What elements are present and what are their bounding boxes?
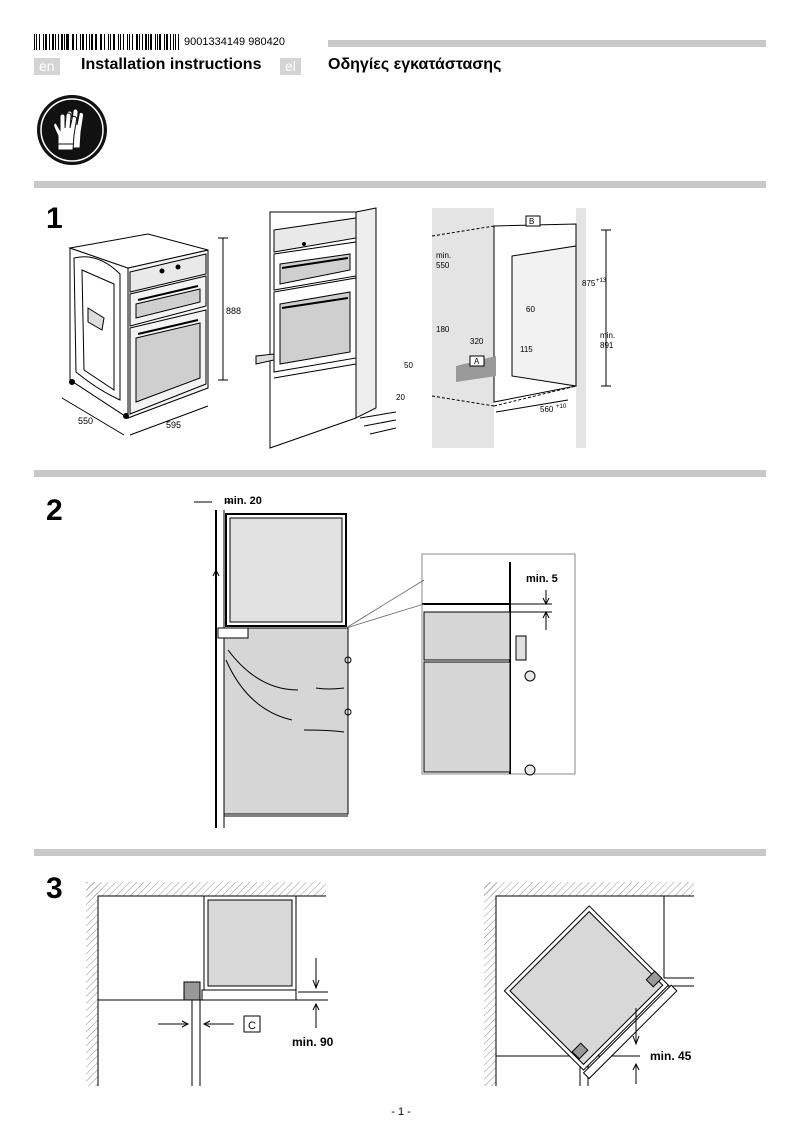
header-rule <box>328 40 766 47</box>
label-width: 595 <box>166 420 181 430</box>
label-min-5: min. 5 <box>526 573 558 585</box>
label-115: 115 <box>520 345 533 354</box>
detail-callout-lines <box>345 579 425 629</box>
label-niche-height: 875 <box>582 279 596 288</box>
label-niche-height-tol: +13 <box>596 278 607 284</box>
step-number-2: 2 <box>46 494 63 527</box>
title-el: Οδηγίες εγκατάστασης <box>328 56 502 73</box>
label-depth: 550 <box>78 416 93 426</box>
label-50: 50 <box>404 361 413 370</box>
title-en: Installation instructions <box>81 56 262 73</box>
label-min: min. <box>436 251 451 260</box>
gloves-icon <box>37 95 107 165</box>
page-number: - 1 - <box>391 1106 411 1118</box>
label-min-depth: 550 <box>436 261 450 270</box>
label-min-2: min. <box>600 331 615 340</box>
label-niche-width: 560 <box>540 405 554 414</box>
oven-dimensions-figure: 888 550 595 <box>61 233 241 436</box>
marker-a: A <box>474 357 480 366</box>
section-rule-1 <box>34 181 766 188</box>
section-rule-3 <box>34 849 766 856</box>
label-niche-width-tol: +10 <box>556 404 567 410</box>
label-min-90: min. 90 <box>292 1035 334 1049</box>
marker-b: B <box>529 217 534 226</box>
section-rule-2 <box>34 470 766 477</box>
label-60: 60 <box>526 305 535 314</box>
ventilation-detail-figure: min. 5 <box>421 553 576 776</box>
label-min-45: min. 45 <box>650 1049 692 1063</box>
step-number-1: 1 <box>46 202 63 235</box>
label-height: 888 <box>226 306 241 316</box>
step-number-3: 3 <box>46 872 63 905</box>
language-tag-el: el <box>280 58 301 75</box>
label-320: 320 <box>470 337 484 346</box>
oven-in-cabinet-figure <box>255 207 397 449</box>
label-180: 180 <box>436 325 450 334</box>
barcode <box>34 34 182 50</box>
label-min-20: min. 20 <box>224 495 262 507</box>
label-20: 20 <box>396 393 405 402</box>
corner-installation-straight-figure: C min. 90 <box>86 882 334 1086</box>
language-tag-en: en <box>34 58 60 75</box>
niche-dimensions-figure: B A min. 550 180 320 60 115 50 20 875 +1… <box>396 208 615 448</box>
ventilation-figure: min. 20 <box>194 495 352 828</box>
marker-c: C <box>248 1020 256 1032</box>
label-min-height: 891 <box>600 341 614 350</box>
corner-installation-diagonal-figure: min. 45 <box>484 882 694 1086</box>
document-code: 9001334149 980420 <box>184 36 285 48</box>
